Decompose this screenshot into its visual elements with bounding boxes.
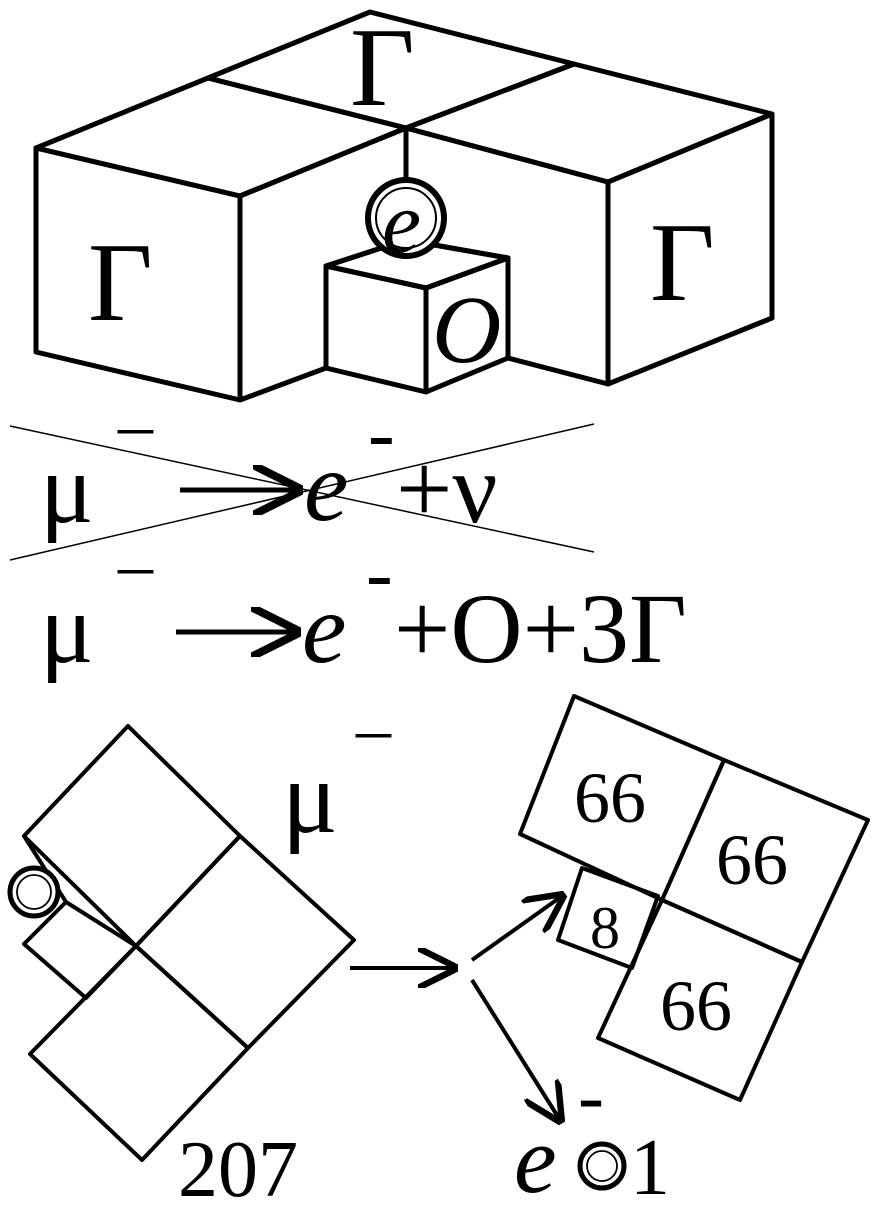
valid-equation: μ – e - +O+3Г: [40, 527, 687, 684]
valid-muon-sup: –: [117, 527, 154, 604]
muon-ball: [7, 865, 61, 919]
electron-mass-label: 1: [630, 1124, 670, 1209]
cross-line-2: [9, 423, 595, 561]
product-block-c-label: 66: [660, 966, 732, 1046]
crossed-muon-symbol: μ: [40, 433, 94, 544]
muon-block-right: [134, 834, 356, 1050]
product-small-block-label: 8: [590, 895, 620, 961]
decay-arrows: [350, 896, 562, 1120]
small-cube-front: [323, 263, 429, 395]
valid-electron: e: [302, 573, 346, 684]
muon-label-sup: –: [355, 691, 392, 768]
cube-top-face-right: [403, 61, 775, 185]
muon-label: μ: [282, 740, 338, 855]
valid-muon-symbol: μ: [40, 573, 94, 684]
cube-left-label: Г: [88, 221, 153, 345]
electron-product-label: e: [514, 1106, 557, 1209]
electron-product-ball: [577, 1141, 627, 1191]
product-small-block: [556, 866, 660, 970]
product-block-a-label: 66: [574, 758, 646, 838]
arrow-vertex-to-products: [470, 896, 562, 962]
cube-top-label: Г: [350, 6, 415, 130]
valid-rest: +O+3Г: [394, 573, 687, 684]
small-cube-side: [423, 255, 511, 395]
muon-mass-label: 207: [178, 1126, 298, 1209]
crossed-equation: μ – e - +ν: [9, 387, 595, 561]
ball-label: e: [382, 175, 421, 272]
cube-right-label: Г: [650, 201, 715, 325]
valid-electron-sup: -: [366, 530, 393, 618]
crossed-rest: +ν: [396, 433, 498, 544]
muon-block-group: [22, 724, 356, 1162]
electron-product-sup: -: [578, 1052, 604, 1139]
arrow-vertex-to-electron: [470, 978, 560, 1120]
product-blocks: [518, 694, 870, 1102]
product-block-b-label: 66: [716, 820, 788, 900]
right-cube-front-face: [605, 111, 775, 387]
electron-ball: [365, 177, 447, 259]
cross-line-1: [9, 425, 595, 553]
cube-group: [33, 9, 775, 403]
muon-small-block: [22, 900, 138, 1000]
small-cube-label: O: [432, 276, 501, 383]
crossed-electron-sup: -: [368, 390, 395, 478]
